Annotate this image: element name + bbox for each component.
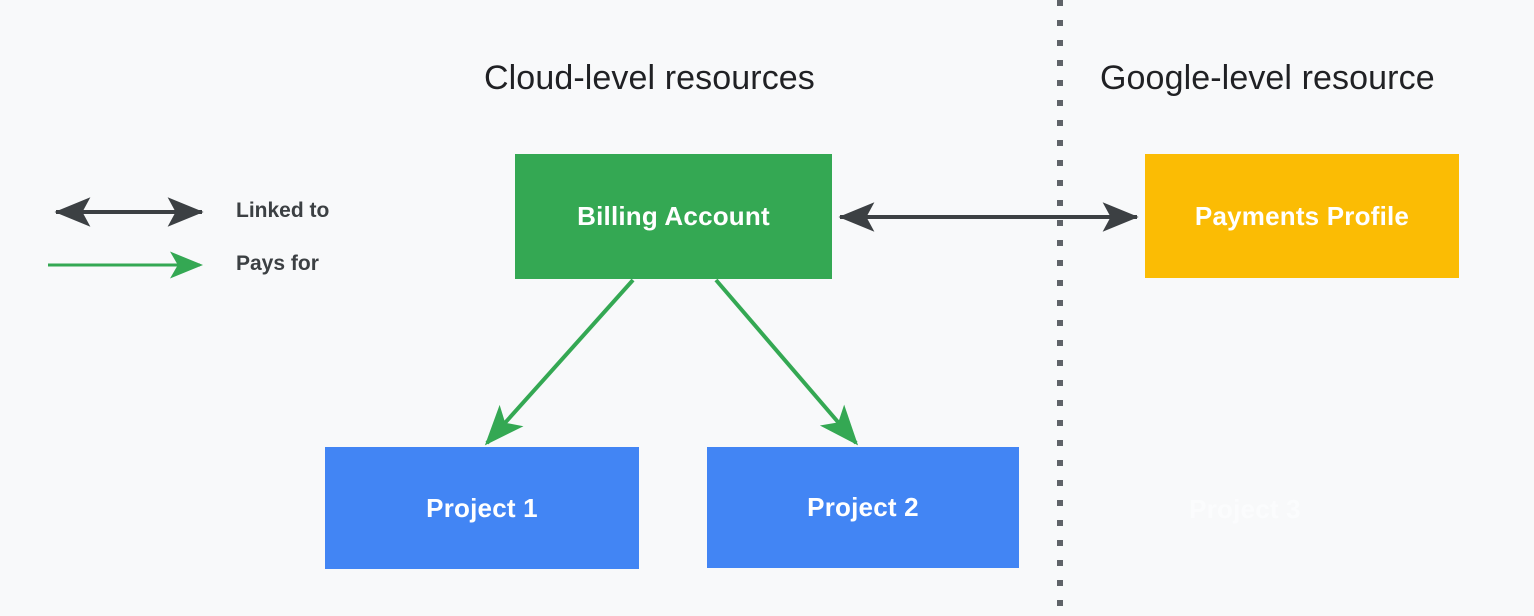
legend-label-pays-for: Pays for xyxy=(236,252,319,275)
section-title-cloud-level: Cloud-level resources xyxy=(484,59,815,97)
node-payments-profile: Payments Profile xyxy=(1145,154,1459,278)
node-project-2: Project 2 xyxy=(707,447,1019,568)
legend-label-linked-to: Linked to xyxy=(236,199,330,222)
edge-billing-to-project-1 xyxy=(484,278,635,446)
section-title-google-level: Google-level resource xyxy=(1100,59,1435,97)
edge-billing-to-project-2 xyxy=(714,278,859,446)
node-billing-account: Billing Account xyxy=(515,154,832,279)
node-project-3: Project 3 xyxy=(1189,493,1301,524)
node-project-1: Project 1 xyxy=(325,447,639,569)
